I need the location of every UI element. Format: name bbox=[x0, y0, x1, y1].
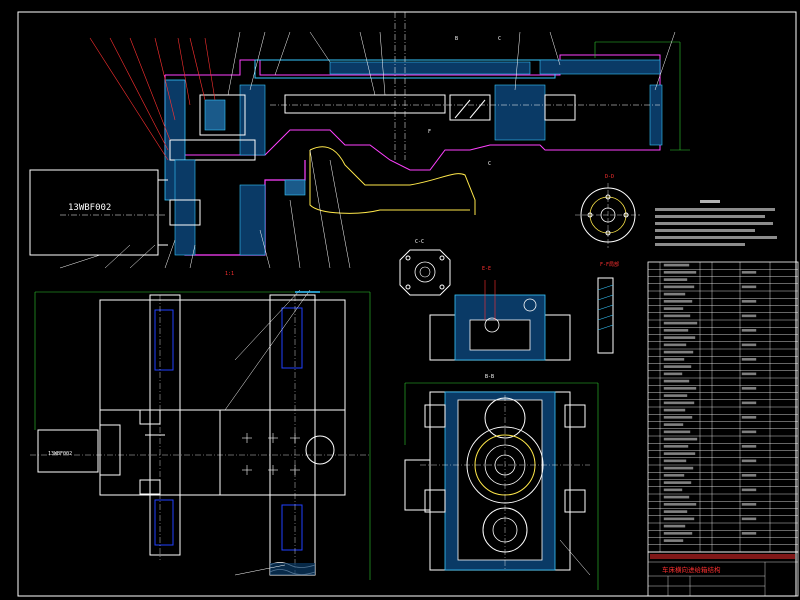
bom-text-mark bbox=[663, 416, 693, 419]
bom-text-mark bbox=[663, 387, 697, 390]
bom-text-mark bbox=[663, 488, 683, 492]
bom-text-mark bbox=[741, 300, 757, 303]
motor-body bbox=[29, 169, 159, 256]
section-marker-a: B bbox=[455, 36, 458, 42]
bom-text-mark bbox=[663, 539, 684, 542]
bom-text-mark bbox=[741, 474, 757, 477]
section-b-b-view: B-B bbox=[404, 374, 599, 590]
title-block: 车床横向进给箱结构 bbox=[647, 551, 799, 597]
bom-text-mark bbox=[663, 394, 688, 397]
bom-text-mark bbox=[663, 517, 695, 521]
bom-text-mark bbox=[663, 510, 688, 513]
bom-text-mark bbox=[663, 365, 692, 368]
red-annotation: 1:1 bbox=[225, 271, 234, 277]
section-c-c-label: C-C bbox=[415, 239, 424, 245]
bom-text-mark bbox=[741, 445, 757, 448]
title-block-name: 车床横向进给箱结构 bbox=[662, 565, 721, 574]
bom-text-mark bbox=[741, 314, 757, 318]
section-marker-f: F bbox=[428, 129, 431, 135]
bom-text-mark bbox=[741, 285, 757, 289]
bom-text-mark bbox=[663, 437, 698, 441]
bom-text-mark bbox=[663, 524, 686, 528]
bom-text-mark bbox=[663, 423, 684, 426]
bom-text-mark bbox=[663, 307, 684, 310]
bom-text-mark bbox=[663, 350, 694, 354]
motor-label: 13WBF002 bbox=[68, 203, 111, 213]
bom-text-mark bbox=[663, 372, 683, 376]
bom-text-mark bbox=[741, 401, 757, 405]
bom-text-mark bbox=[663, 321, 698, 325]
bom-text-mark bbox=[663, 336, 696, 339]
bom-text-mark bbox=[663, 408, 686, 412]
bom-text-mark bbox=[741, 387, 757, 390]
bom-text-mark bbox=[741, 343, 757, 347]
bom-text-mark bbox=[741, 372, 757, 376]
bom-text-mark bbox=[663, 263, 690, 267]
bom-text-mark bbox=[663, 401, 695, 405]
bom-text-mark bbox=[663, 292, 686, 296]
bom-text-mark bbox=[663, 481, 692, 484]
bom-text-mark bbox=[663, 445, 689, 448]
bom-text-mark bbox=[663, 379, 690, 383]
bom-text-mark bbox=[663, 358, 685, 361]
bom-text-mark bbox=[663, 532, 693, 535]
plan-view: 13WBF002 bbox=[30, 289, 371, 580]
bom-text-mark bbox=[741, 517, 757, 521]
bill-of-materials bbox=[647, 261, 799, 553]
bom-text-mark bbox=[663, 452, 696, 455]
bom-text-mark bbox=[741, 430, 757, 434]
top-assembly-view: B C F C 13WBF002 1:1 bbox=[29, 12, 690, 277]
bom-text-mark bbox=[663, 271, 697, 274]
bom-text-mark bbox=[663, 329, 689, 332]
bom-text-mark bbox=[663, 495, 690, 499]
section-f-f-label: F-F局部 bbox=[600, 261, 619, 268]
drawing-frame bbox=[17, 11, 797, 597]
bom-text-mark bbox=[663, 466, 694, 470]
section-e-e-label: E-E bbox=[482, 266, 491, 272]
bom-text-mark bbox=[663, 459, 687, 463]
section-f-f-view: F-F局部 bbox=[597, 261, 619, 354]
section-d-d-view: D-D bbox=[575, 174, 640, 248]
bom-text-mark bbox=[741, 416, 757, 419]
section-b-b-label: B-B bbox=[485, 374, 494, 380]
section-marker-c2: C bbox=[488, 161, 491, 167]
bom-text-mark bbox=[741, 329, 757, 332]
technical-notes bbox=[655, 200, 777, 246]
bom-text-mark bbox=[663, 503, 697, 506]
bom-text-mark bbox=[741, 488, 757, 492]
bom-text-mark bbox=[741, 358, 757, 361]
bom-text-mark bbox=[663, 300, 693, 303]
bom-text-mark bbox=[741, 459, 757, 463]
bom-text-mark bbox=[663, 285, 695, 289]
section-e-e-view: E-E bbox=[429, 266, 571, 361]
bom-text-mark bbox=[741, 503, 757, 506]
bom-text-mark bbox=[663, 314, 691, 318]
section-c-c-view: C-C bbox=[399, 239, 451, 296]
section-marker-c: C bbox=[498, 36, 501, 42]
section-d-d-label: D-D bbox=[605, 174, 614, 180]
bom-text-mark bbox=[741, 532, 757, 535]
bom-text-mark bbox=[663, 278, 688, 281]
plan-motor-label: 13WBF002 bbox=[48, 451, 72, 457]
bom-text-mark bbox=[663, 430, 691, 434]
bom-text-mark bbox=[663, 474, 685, 477]
bom-text-mark bbox=[663, 343, 687, 347]
bom-text-mark bbox=[741, 271, 757, 274]
